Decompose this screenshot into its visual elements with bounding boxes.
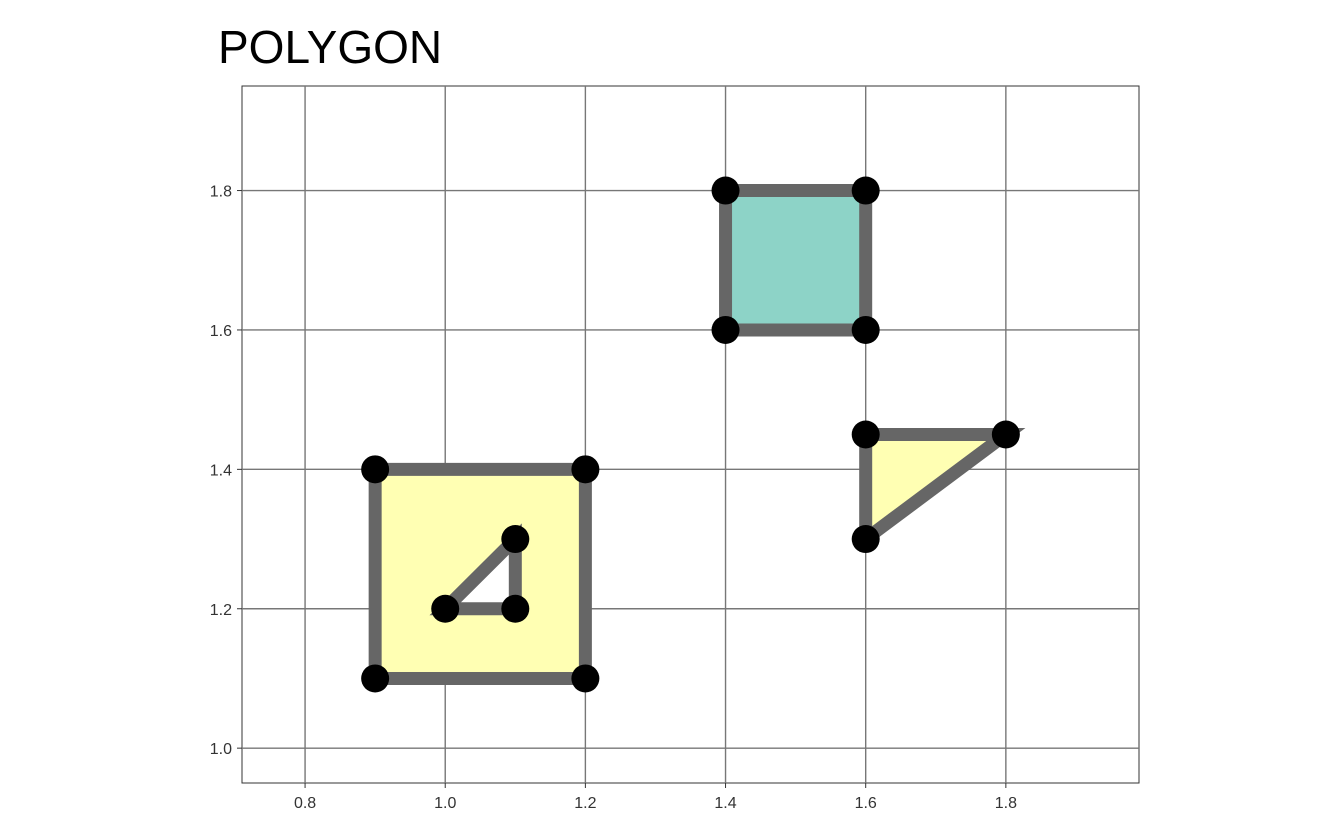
polygon-2	[719, 184, 873, 337]
vertex-layer	[361, 176, 1020, 693]
polygon-layer	[368, 184, 1026, 685]
x-tick-label: 1.8	[995, 795, 1017, 812]
polygon-vertex-point	[361, 455, 390, 484]
polygon-vertex-point	[991, 420, 1020, 449]
x-tick-label: 1.6	[855, 795, 877, 812]
polygon-vertex-point	[571, 664, 600, 693]
x-tick-label: 1.2	[574, 795, 596, 812]
polygon-vertex-point	[571, 455, 600, 484]
y-tick-label: 1.6	[210, 323, 232, 340]
polygon-vertex-point	[851, 525, 880, 554]
polygon-3	[859, 428, 1026, 553]
polygon-vertex-point	[361, 664, 390, 693]
polygon-vertex-point	[851, 315, 880, 344]
polygon-vertex-point	[851, 176, 880, 205]
polygon-vertex-point	[851, 420, 880, 449]
axis-layer: 0.8 1.0 1.2 1.4 1.6 1.8 1.0 1.2 1.4 1.6 1.8	[210, 184, 1017, 812]
x-tick-label: 1.4	[714, 795, 736, 812]
polygon-vertex-point	[501, 525, 530, 554]
polygon-vertex-point	[431, 594, 460, 623]
x-tick-label: 1.0	[434, 795, 456, 812]
y-tick-label: 1.8	[210, 184, 232, 201]
polygon-vertex-point	[711, 176, 740, 205]
y-tick-label: 1.0	[210, 741, 232, 758]
polygon-1	[368, 462, 592, 685]
chart-title: POLYGON	[218, 21, 443, 73]
polygon-vertex-point	[711, 315, 740, 344]
y-tick-label: 1.4	[210, 462, 232, 479]
x-tick-label: 0.8	[294, 795, 316, 812]
y-tick-label: 1.2	[210, 602, 232, 619]
polygon-vertex-point	[501, 594, 530, 623]
